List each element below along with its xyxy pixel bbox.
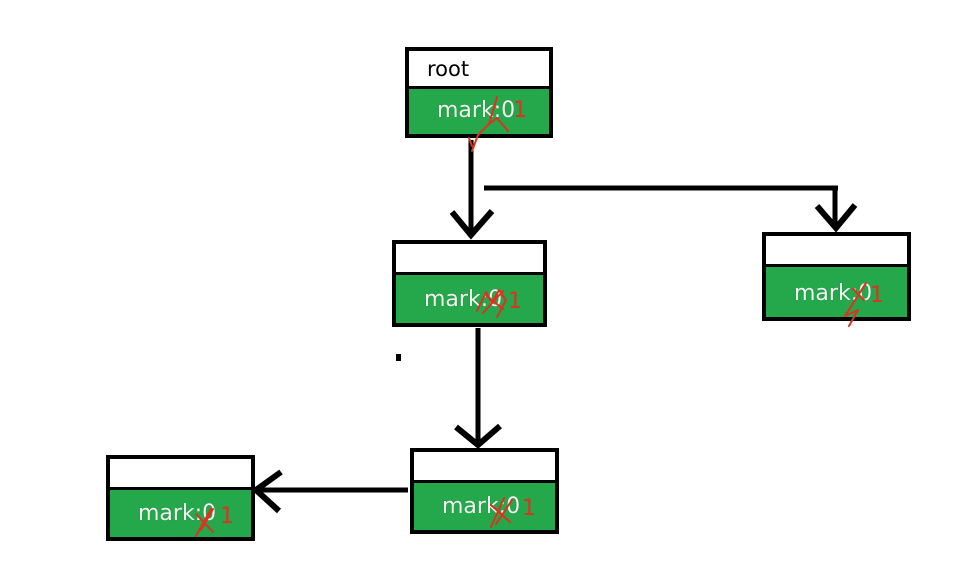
node-title-right	[766, 236, 907, 267]
edge-root-to-middle	[449, 140, 495, 240]
graph-node-bottom-center[interactable]: mark:0 1	[410, 448, 559, 534]
node-title-bottom-left	[110, 459, 251, 490]
node-annotation-value-right: 1	[870, 283, 884, 308]
node-title-root: root	[409, 51, 549, 89]
edge-middle-to-bottom-center	[454, 328, 502, 449]
node-body-root: mark:0 1	[409, 89, 549, 134]
graph-node-middle[interactable]: mark:0 1	[392, 240, 547, 327]
graph-node-right[interactable]: mark:0 1	[762, 232, 911, 321]
node-mark-root: mark:0	[437, 98, 516, 123]
node-body-bottom-center: mark:0 1	[414, 483, 555, 530]
node-body-bottom-left: mark:0 1	[110, 490, 251, 537]
node-annotation-value-bottom-center: 1	[522, 496, 536, 521]
node-body-right: mark:0 1	[766, 267, 907, 317]
graph-node-root[interactable]: root mark:0 1	[405, 47, 553, 138]
node-mark-bottom-left: mark:0	[138, 501, 217, 526]
edge-root-to-right	[484, 185, 858, 233]
edge-bottom-center-to-bottom-left	[251, 469, 408, 514]
node-title-bottom-center	[414, 452, 555, 483]
node-title-middle	[396, 244, 543, 275]
node-body-middle: mark:0 1	[396, 275, 543, 323]
node-mark-right: mark:0	[794, 281, 873, 306]
stray-ink-dot	[396, 354, 401, 361]
node-annotation-value-root: 1	[513, 98, 527, 123]
node-mark-middle: mark:0	[424, 287, 503, 312]
node-mark-bottom-center: mark:0	[442, 494, 521, 519]
node-annotation-value-bottom-left: 1	[220, 504, 234, 529]
graph-node-bottom-left[interactable]: mark:0 1	[106, 455, 255, 541]
node-annotation-value-middle: 1	[508, 289, 522, 314]
